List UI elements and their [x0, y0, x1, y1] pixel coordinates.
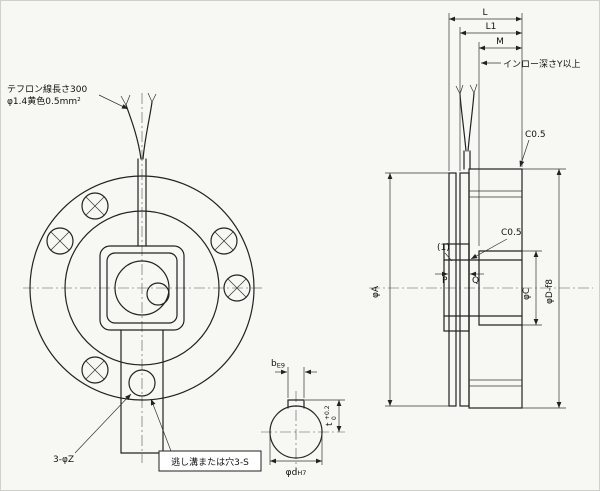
- wire-note-line1: テフロン線長さ300: [7, 83, 87, 95]
- dim-L-label: L: [482, 8, 487, 18]
- dim-Q-label: Q: [472, 276, 479, 286]
- dim-b-main: b: [271, 359, 277, 369]
- hub-square-inner: [106, 252, 178, 324]
- relief-note-label: 逃し溝または穴3-S: [171, 456, 249, 468]
- chamfer-bore-label: C0.5: [501, 228, 522, 238]
- side-view: L L1 M インロー深さY以上 C0.5 C0.5 (1) P Q φA φC: [369, 8, 593, 409]
- inner-diameter-circle: [64, 210, 220, 366]
- armature-plate: [448, 172, 457, 407]
- dim-b-label: bE9: [271, 359, 285, 370]
- spigot-note-label: インロー深さY以上: [503, 59, 581, 70]
- dim-L1-label: L1: [486, 22, 497, 32]
- screw-hole: [81, 192, 109, 220]
- spigot-recess: [478, 250, 523, 326]
- dim-d-label: φdH7: [286, 468, 307, 478]
- relief-hole-circle: [128, 369, 156, 397]
- keyway-pilot-circle: [146, 282, 170, 306]
- wire-note-leader: [98, 94, 129, 110]
- hole-callout-label: 3-φZ: [53, 455, 74, 465]
- dim-phiC-label: φC: [522, 288, 532, 300]
- detail-bore-circle: [269, 405, 323, 459]
- dim-phiD-label: φD-f8: [545, 279, 555, 304]
- screw-hole: [210, 227, 238, 255]
- hole-callout-leader: [74, 393, 132, 454]
- bore-detail-view: bE9 t +0.2 0 φdH7: [261, 359, 345, 478]
- dim-t-label: t +0.2 0: [324, 405, 338, 426]
- relief-note-leader: [150, 398, 172, 452]
- dim-b-tolerance: E9: [277, 362, 285, 370]
- dim-M-label: M: [496, 37, 504, 47]
- hub: [443, 243, 470, 332]
- dim-d-main: φd: [286, 468, 298, 478]
- screw-hole: [223, 274, 251, 302]
- front-view: テフロン線長さ300 φ1.4黄色0.5mm² 3-φZ 逃し溝または穴3-S: [7, 83, 263, 472]
- screw-hole: [81, 356, 109, 384]
- field-body: [468, 168, 523, 409]
- keyway-slot: [287, 399, 305, 409]
- lead-wires-side: [455, 83, 478, 170]
- lead-wires-front: [120, 92, 157, 247]
- relief-note-box: [158, 450, 262, 472]
- dim-t-main: t: [325, 422, 335, 426]
- dim-P-label: P: [442, 276, 448, 286]
- hub-square-outer: [99, 245, 185, 331]
- dim-t-upper-tolerance: +0.2: [324, 405, 331, 420]
- dim-d-tolerance: H7: [297, 469, 306, 477]
- rotor-disc: [459, 172, 470, 407]
- relief-groove-slot: [120, 329, 164, 454]
- chamfer-top-label: C0.5: [525, 130, 546, 140]
- dim-t-lower-tolerance: 0: [331, 416, 338, 420]
- screw-hole: [46, 227, 74, 255]
- outer-diameter-circle: [29, 175, 255, 401]
- wire-note-line2: φ1.4黄色0.5mm²: [7, 95, 81, 107]
- ref-1-label: (1): [437, 243, 450, 253]
- bore-circle: [114, 260, 170, 316]
- dim-phiA-label: φA: [371, 285, 381, 298]
